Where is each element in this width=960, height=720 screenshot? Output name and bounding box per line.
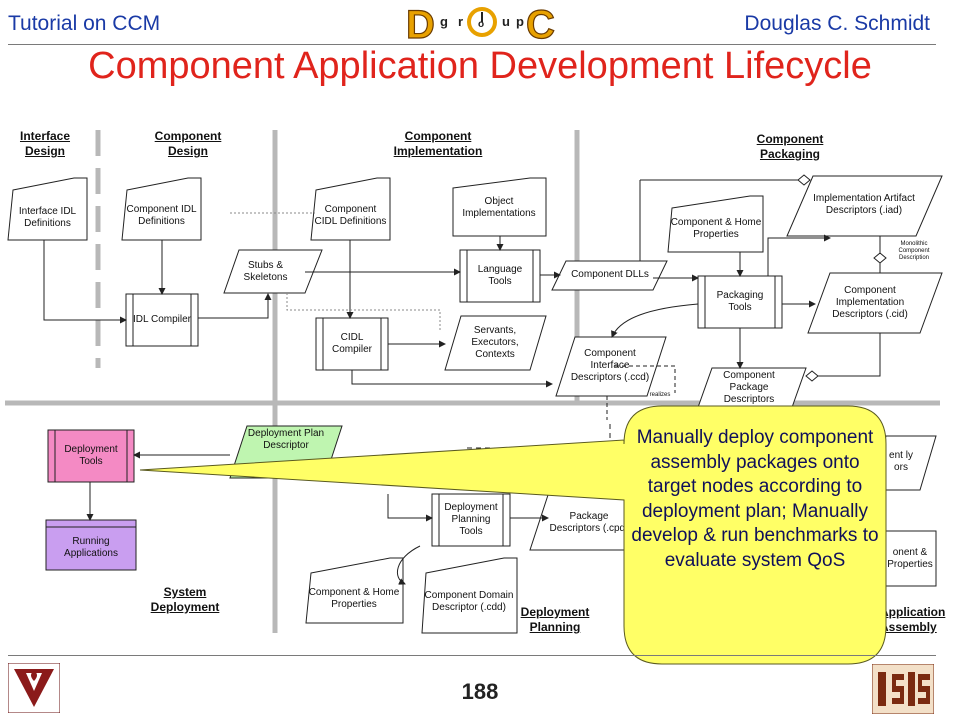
node-comp-domain-descriptor: Component Domain Descriptor (.cdd)	[424, 590, 514, 613]
section-component-design: Component Design	[154, 129, 222, 158]
node-packaging-tools-shape	[697, 275, 783, 329]
logo-letter-d: D	[406, 3, 435, 44]
header-left-title: Tutorial on CCM	[8, 12, 161, 35]
section-interface-design: Interface Design	[19, 129, 71, 158]
node-component-dlls-shape	[551, 260, 668, 291]
header-divider	[8, 44, 936, 45]
logo-clock-icon	[467, 7, 497, 37]
section-system-deployment: System Deployment	[150, 585, 220, 614]
logo-letter-o: o	[478, 19, 484, 30]
doc-group-logo: D g r o u p C	[405, 2, 555, 44]
node-language-tools: Language Tools	[477, 264, 523, 287]
node-running-applications: Running Applications	[64, 536, 118, 559]
node-component-cidl-shape	[310, 177, 391, 241]
diamond-composition-top	[797, 174, 811, 186]
node-interface-idl-shape	[7, 177, 88, 241]
node-component-idl: Component IDL Definitions	[126, 204, 197, 227]
logo-letter-g: g	[440, 14, 448, 29]
node-comp-domain-desc-shape	[421, 557, 518, 634]
node-component-cidl: Component CIDL Definitions	[314, 204, 387, 227]
node-stubs-skeletons: Stubs & Skeletons	[243, 260, 288, 283]
node-comp-iface-desc-shape	[555, 336, 667, 397]
vanderbilt-logo	[8, 663, 60, 713]
section-application-assembly: Application Assembly	[880, 605, 946, 634]
diamond-composition-mid	[873, 252, 887, 264]
node-deployment-plan-descriptor: Deployment Plan Descriptor	[247, 428, 325, 451]
section-component-implementation: Component Implementation	[393, 129, 483, 158]
node-package-descriptors-cpd: Package Descriptors (.cpd)	[549, 511, 629, 534]
diagram-graphics	[5, 130, 943, 634]
node-comp-home-properties-top: Component & Home Properties	[670, 217, 762, 240]
node-right-properties-partial: onent & Properties	[887, 547, 933, 570]
node-deployment-tools: Deployment Tools	[64, 444, 118, 467]
node-deployment-planning-tools-shape	[431, 493, 511, 547]
node-object-impls-shape	[452, 177, 547, 237]
isis-logo	[872, 664, 934, 714]
logo-letter-c: C	[526, 3, 555, 44]
node-comp-home-props-top-shape	[667, 195, 764, 253]
diamond-composition-bottom	[805, 370, 819, 382]
node-deployment-planning-tools: Deployment Planning Tools	[444, 502, 498, 537]
node-interface-idl: Interface IDL Definitions	[18, 206, 77, 229]
section-component-packaging: Component Packaging	[756, 132, 824, 161]
edge-label-realizes: realizes	[649, 391, 671, 398]
footer-divider	[8, 655, 936, 656]
node-comp-impl-desc-shape	[807, 272, 943, 334]
node-comp-interface-descriptors: Component Interface Descriptors (.ccd)	[570, 348, 650, 383]
section-deployment-planning: Deployment Planning	[520, 605, 590, 634]
node-comp-home-props-bottom-shape	[305, 557, 404, 624]
node-comp-home-properties-bottom: Component & Home Properties	[308, 587, 400, 610]
node-impl-artifact-shape	[786, 175, 943, 237]
node-idl-compiler: IDL Compiler	[133, 314, 191, 325]
callout-note: Manually deploy component assembly packa…	[631, 427, 879, 571]
node-stubs-shape	[223, 249, 323, 294]
node-servants-shape	[444, 315, 547, 371]
node-packaging-tools: Packaging Tools	[716, 290, 764, 313]
node-servants-executors: Servants, Executors, Contexts	[471, 325, 519, 360]
page-number: 188	[461, 679, 499, 704]
node-cidl-compiler: CIDL Compiler	[331, 332, 372, 355]
node-language-tools-shape	[459, 249, 541, 303]
node-component-idl-shape	[121, 177, 202, 241]
header-author: Douglas C. Schmidt	[744, 12, 930, 35]
logo-letter-r: r	[458, 14, 463, 29]
node-object-implementations: Object Implementations	[462, 196, 536, 219]
edge-label-monolithic: Monolithic Component Description	[898, 240, 930, 261]
node-component-dlls: Component DLLs	[571, 269, 649, 280]
node-impl-artifact-descriptors: Implementation Artifact Descriptors (.ia…	[813, 193, 915, 216]
node-comp-package-descriptors: Component Package Descriptors	[723, 370, 775, 405]
logo-letter-p: p	[516, 14, 524, 29]
slide-title: Component Application Development Lifecy…	[88, 45, 872, 87]
node-cidl-compiler-shape	[315, 317, 389, 371]
node-comp-impl-descriptors: Component Implementation Descriptors (.c…	[832, 285, 908, 320]
logo-letter-u: u	[502, 14, 510, 29]
node-right-descriptor-partial: ent ly ors	[889, 450, 913, 473]
node-running-apps-shape	[45, 519, 137, 571]
diagram-connectors	[43, 179, 881, 585]
